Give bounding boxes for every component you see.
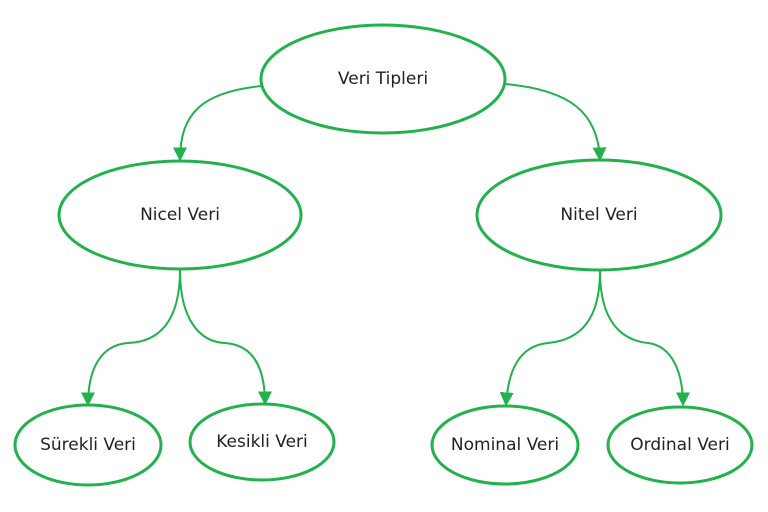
node-discrete-label: Kesikli Veri bbox=[216, 432, 308, 452]
edge-quantitative-to-discrete bbox=[179, 269, 272, 406]
node-qualitative: Nitel Veri bbox=[475, 158, 723, 272]
node-quantitative-shape bbox=[57, 159, 303, 271]
node-qualitative-shape bbox=[475, 158, 723, 272]
node-continuous-label: Sürekli Veri bbox=[40, 435, 136, 455]
node-continuous: Sürekli Veri bbox=[13, 403, 163, 487]
node-nominal-shape bbox=[430, 404, 580, 486]
edge-quantitative-to-continuous bbox=[81, 269, 181, 407]
edge-qualitative-to-ordinal bbox=[599, 270, 690, 407]
node-nominal-label: Nominal Veri bbox=[451, 435, 559, 455]
edge-qualitative-to-nominal bbox=[499, 270, 601, 407]
node-qualitative-label: Nitel Veri bbox=[560, 205, 637, 225]
node-ordinal: Ordinal Veri bbox=[606, 405, 754, 485]
edge-root-to-quantitative bbox=[173, 85, 263, 162]
node-quantitative-label: Nicel Veri bbox=[140, 205, 220, 225]
node-discrete-shape bbox=[188, 402, 336, 482]
node-ordinal-shape bbox=[606, 405, 754, 485]
node-root-shape bbox=[259, 23, 507, 135]
node-nominal: Nominal Veri bbox=[430, 404, 580, 486]
node-root-label: Veri Tipleri bbox=[338, 69, 428, 89]
node-discrete: Kesikli Veri bbox=[188, 402, 336, 482]
node-quantitative: Nicel Veri bbox=[57, 159, 303, 271]
edges bbox=[81, 83, 690, 407]
edge-root-to-qualitative bbox=[504, 83, 607, 162]
node-ordinal-label: Ordinal Veri bbox=[630, 435, 729, 455]
node-continuous-shape bbox=[13, 403, 163, 487]
node-root: Veri Tipleri bbox=[259, 23, 507, 135]
